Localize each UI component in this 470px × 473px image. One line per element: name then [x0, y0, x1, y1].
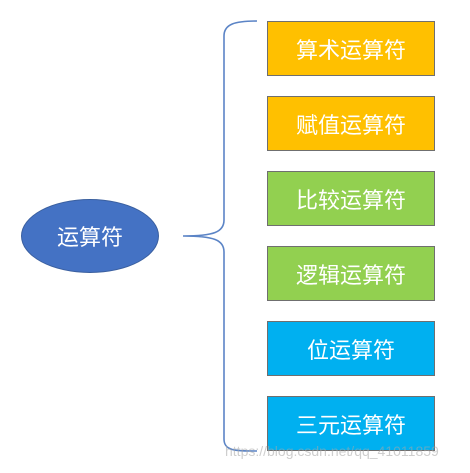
child-bitwise-operators: 位运算符 [267, 321, 435, 376]
watermark-url: https://blog.csdn.net/qq_41011859 [225, 443, 439, 459]
child-label: 三元运算符 [295, 413, 406, 439]
child-ternary-operators: 三元运算符 [267, 396, 435, 451]
root-node-operators: 运算符 [21, 199, 159, 273]
child-comparison-operators: 比较运算符 [267, 171, 435, 226]
child-arithmetic-operators: 算术运算符 [267, 21, 435, 76]
child-assignment-operators: 赋值运算符 [267, 96, 435, 151]
child-logical-operators: 逻辑运算符 [267, 246, 435, 301]
brace-line [182, 20, 258, 452]
child-label: 比较运算符 [295, 188, 406, 214]
child-label: 位运算符 [306, 338, 395, 364]
root-node-label: 运算符 [56, 226, 123, 251]
child-label: 算术运算符 [295, 38, 406, 64]
child-label: 逻辑运算符 [295, 263, 406, 289]
child-label: 赋值运算符 [295, 113, 406, 139]
